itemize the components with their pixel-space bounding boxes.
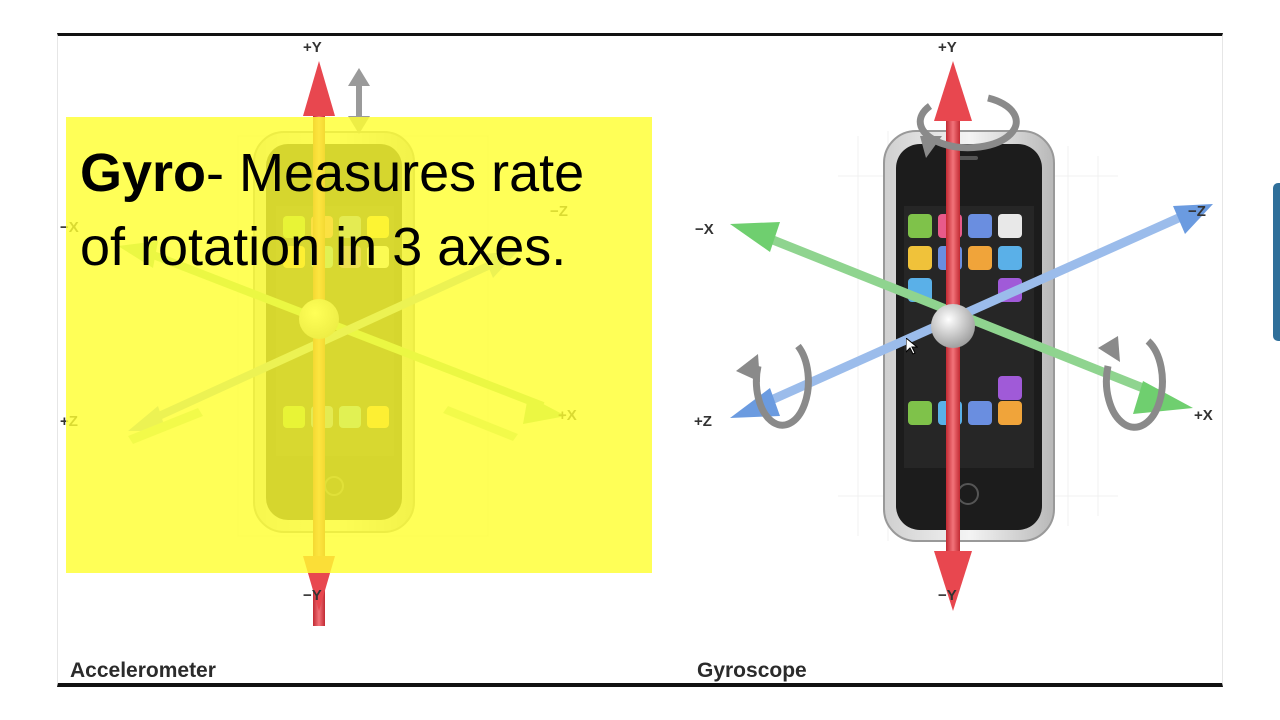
side-panel-tab[interactable]	[1273, 183, 1280, 341]
y-rotation-arrow	[916, 94, 1020, 158]
gyroscope-diagram: +Y −Y −X +X −Z +Z	[694, 39, 1213, 611]
label-pos-z: +Z	[694, 413, 712, 430]
gyro-definition-note: Gyro- Measures rate of rotation in 3 axe…	[66, 117, 652, 573]
z-rotation-arrow	[736, 343, 812, 429]
x-rotation-arrow	[1098, 336, 1166, 431]
label-pos-x: +X	[1194, 407, 1213, 424]
mouse-cursor-icon	[906, 338, 918, 355]
note-term: Gyro	[80, 143, 207, 203]
accelerometer-caption: Accelerometer	[70, 659, 216, 682]
label-neg-z: −Z	[1188, 203, 1206, 220]
label-neg-x: −X	[695, 221, 714, 238]
z-axis-arrow	[730, 204, 1213, 418]
phone-illustration	[883, 130, 1055, 542]
label-pos-y: +Y	[303, 39, 322, 56]
gyroscope-caption: Gyroscope	[697, 659, 807, 682]
label-neg-y: −Y	[303, 587, 322, 604]
note-description: - Measures rate of rotation in 3 axes.	[80, 143, 585, 277]
note-text: Gyro- Measures rate of rotation in 3 axe…	[80, 137, 638, 285]
label-pos-y: +Y	[938, 39, 957, 56]
label-neg-y: −Y	[938, 587, 957, 604]
